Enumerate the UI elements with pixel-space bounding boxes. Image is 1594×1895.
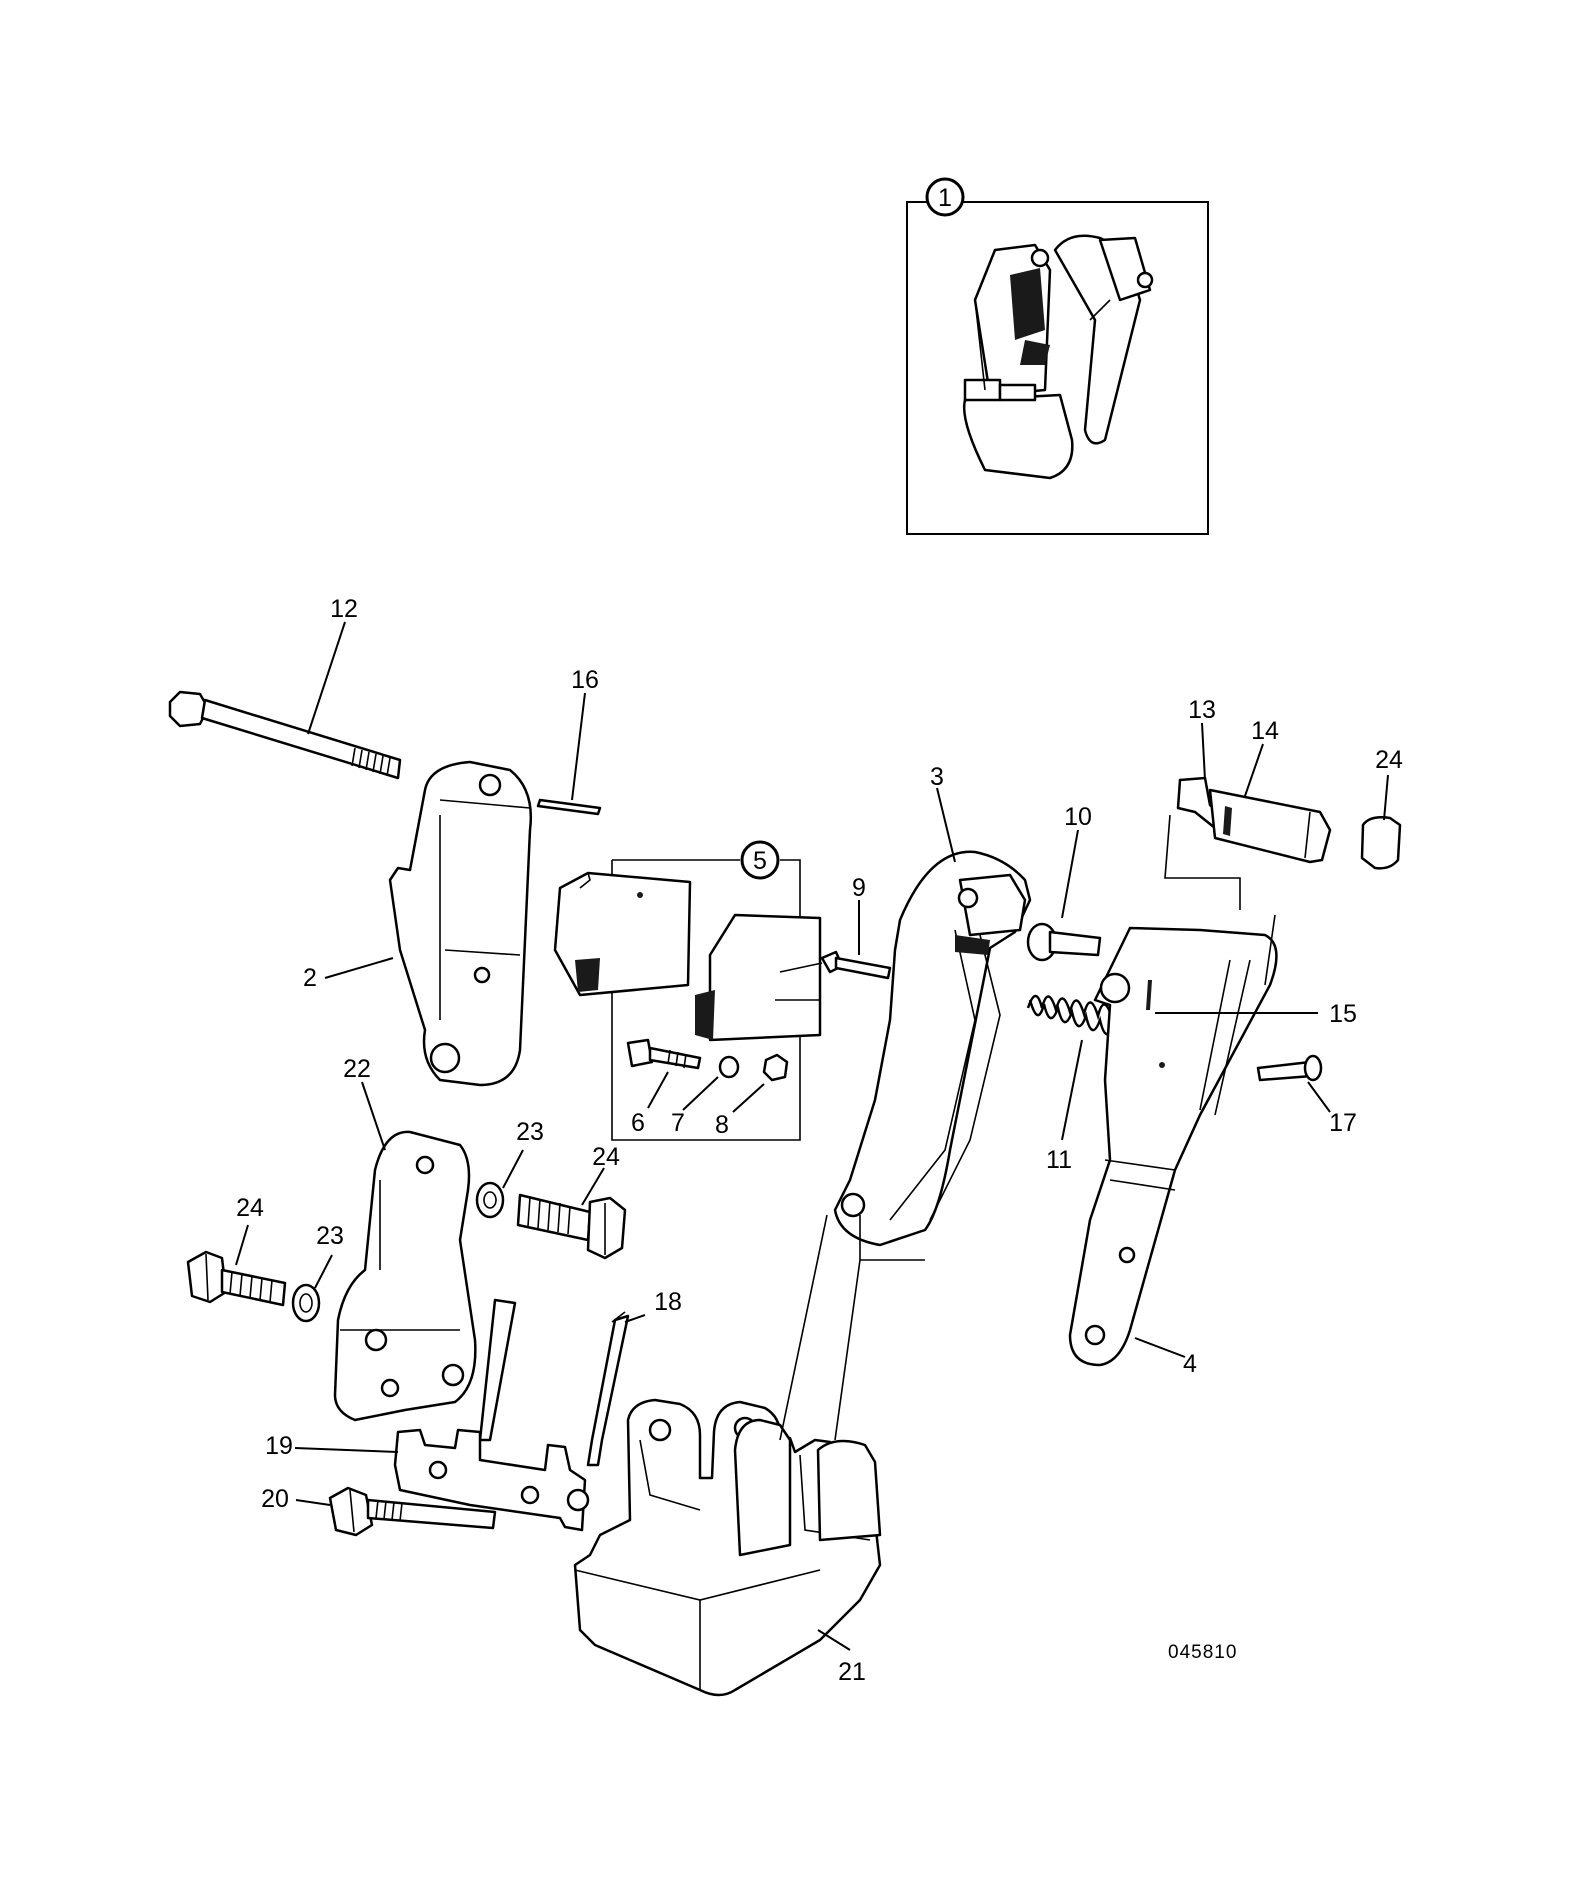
callout-9: 9 xyxy=(852,874,866,902)
part-2-caliper-half: 2 xyxy=(303,760,532,1087)
callout-8: 8 xyxy=(715,1111,729,1139)
callout-1: 1 xyxy=(938,184,952,212)
callout-14: 14 xyxy=(1251,717,1279,745)
part-18-spring-clip: 18 xyxy=(478,1288,682,1467)
callout-circle-5 xyxy=(740,840,780,880)
callout-24-lower: 24 xyxy=(236,1194,264,1222)
callout-22: 22 xyxy=(343,1055,371,1083)
callout-circle-1 xyxy=(925,177,965,217)
callout-6: 6 xyxy=(631,1109,645,1137)
inset-frame xyxy=(906,201,1209,535)
part-21-caliper-bracket: 21 xyxy=(573,1398,882,1697)
callout-21: 21 xyxy=(838,1658,866,1686)
callout-16: 16 xyxy=(571,666,599,694)
callout-4: 4 xyxy=(1183,1350,1197,1378)
part-20-bolt: 20 xyxy=(261,1485,497,1537)
part-9-screw: 9 xyxy=(779,874,892,980)
part-14-shaft: 14 xyxy=(1208,717,1332,864)
part-10-pivot-pin: 10 xyxy=(1026,803,1102,962)
part-23-washer-upper: 23 xyxy=(475,1118,544,1219)
callout-12: 12 xyxy=(330,595,358,623)
assembled-caliper-illustration xyxy=(963,234,1154,480)
part-4-bracket: 4 xyxy=(1068,926,1278,1378)
callout-19: 19 xyxy=(265,1432,293,1460)
callout-25: 24 xyxy=(1375,746,1403,774)
callout-15: 15 xyxy=(1329,1000,1357,1028)
callout-23-lower: 23 xyxy=(316,1222,344,1250)
part-16-pin: 16 xyxy=(536,666,602,816)
callout-17: 17 xyxy=(1329,1109,1357,1137)
part-12-long-bolt: 12 xyxy=(168,595,402,780)
callout-2: 2 xyxy=(303,964,317,992)
part-23-washer-lower: 23 xyxy=(291,1222,344,1323)
part-24-bolt-lower: 24 xyxy=(186,1194,287,1307)
part-24-bolt-upper: 24 xyxy=(516,1143,627,1260)
callout-20: 20 xyxy=(261,1485,289,1513)
callout-24-upper: 24 xyxy=(592,1143,620,1171)
callout-7: 7 xyxy=(671,1109,685,1137)
part-22-mounting-plate: 22 xyxy=(333,1055,477,1422)
callout-23-upper: 23 xyxy=(516,1118,544,1146)
callout-10: 10 xyxy=(1064,803,1092,831)
part-19-plate: 19 xyxy=(265,1428,590,1532)
part-5-brake-pad-set: 5 6 7 8 xyxy=(553,840,822,1141)
callout-5: 5 xyxy=(753,847,767,875)
part-17-clevis-pin: 17 xyxy=(1256,1054,1357,1137)
callout-3: 3 xyxy=(930,763,944,791)
callout-11: 11 xyxy=(1046,1146,1072,1174)
assembly-inset: 1 xyxy=(906,177,1209,535)
part-25-cap: 24 xyxy=(1360,746,1403,870)
part-15-leader: 15 xyxy=(1155,1000,1357,1028)
reference-code: 045810 xyxy=(1168,1642,1237,1663)
callout-18: 18 xyxy=(654,1288,682,1316)
callout-13: 13 xyxy=(1188,696,1216,724)
part-3-lever-arm: 3 xyxy=(833,763,1032,1247)
